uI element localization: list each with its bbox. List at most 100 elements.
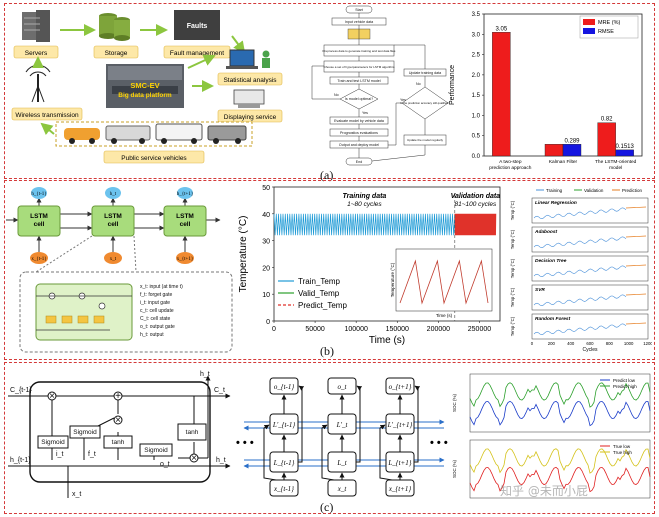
legend-swatch xyxy=(583,28,595,34)
small-x-tick-label: 1200 xyxy=(643,341,652,346)
y-tick-label: 2.5 xyxy=(472,53,481,59)
x-axis-label: Time (s) xyxy=(369,335,405,346)
legend-2: i_t: input gate xyxy=(140,300,170,306)
small-train-line xyxy=(533,207,627,220)
small-chart-frame xyxy=(531,313,649,340)
lp-label: L'_{t+1} xyxy=(387,421,413,429)
lstm-cell-label-line: LSTM xyxy=(30,213,48,220)
performance-bar-chart: 0.00.51.01.52.02.53.03.5Performance3.05A… xyxy=(449,12,643,170)
y-tick-label: 40 xyxy=(262,212,270,219)
legend-entry: Predict_Temp xyxy=(298,301,347,310)
x-cur: x_t xyxy=(110,257,117,262)
inset-x-label: Time (s) xyxy=(436,313,453,318)
fc-train: Train and test LSTM model xyxy=(337,79,380,83)
fault-management-text: Fault management xyxy=(170,50,224,57)
x-category-label: Kalman Filter xyxy=(549,159,578,165)
soc-bottom-series xyxy=(469,466,651,493)
small-chart-title: Adaboost xyxy=(534,229,558,235)
lstm-cell-label-line: LSTM xyxy=(104,213,122,220)
o-label: o_{t+1} xyxy=(389,383,412,391)
sigmoid-f: Sigmoid xyxy=(73,429,97,436)
small-predict-line xyxy=(625,293,647,296)
o-box xyxy=(385,377,415,395)
fc-evaluate: Evaluate model by vehicle data xyxy=(334,119,384,123)
watermark: 知乎 @未而小屁 xyxy=(500,484,588,498)
fc-yes-2: Yes xyxy=(400,98,406,102)
bar-value-label: 0.1513 xyxy=(615,144,634,150)
soc-bottom-series xyxy=(469,448,651,474)
lstm-cell-label-line: LSTM xyxy=(176,213,194,220)
platform-title: SMC-EV xyxy=(130,81,159,90)
small-chart-title: Random Forest xyxy=(535,316,571,322)
soc-bottom-legend-entry: True high xyxy=(613,450,632,455)
lstm-cell-detail xyxy=(35,283,133,341)
unrolled-step: o_{t-1}L'_{t-1}L_{t-1}x_{t-1} xyxy=(263,377,305,497)
fc-preprocess: Preprocess data to generate training and… xyxy=(323,49,396,53)
fc-accuracy: Is the prediction accuracy still qualifi… xyxy=(400,101,450,105)
fc-end: End xyxy=(356,160,362,164)
h-next: h_{t+1} xyxy=(177,192,194,197)
legend-entry: Train_Temp xyxy=(298,277,340,286)
y-axis-label: Performance xyxy=(449,65,456,105)
bar-value-label: 0.82 xyxy=(601,117,613,123)
sigmoid-o: Sigmoid xyxy=(144,447,168,454)
fc-update-model: Update the model regularly xyxy=(407,138,444,142)
x-tick-label: 50000 xyxy=(305,326,325,333)
small-chart-frame xyxy=(531,226,649,253)
statistical-analysis-text: Statistical analysis xyxy=(223,77,277,84)
lstm-cell-label-line: cell xyxy=(108,221,119,228)
legend-4: C_t: cell state xyxy=(140,316,171,322)
legend-swatch xyxy=(583,19,595,25)
fc-hyper: Choose a set of hyperparameters for LSTM… xyxy=(324,65,395,69)
small-x-tick-label: 800 xyxy=(606,341,614,346)
lstm-cell-current xyxy=(91,205,135,237)
small-train-line xyxy=(533,265,627,278)
lstm-cell-prev xyxy=(17,205,61,237)
lstm-cell-label-line: cell xyxy=(34,221,45,228)
y-tick-label: 2.0 xyxy=(472,73,481,79)
y-tick-label: 1.5 xyxy=(472,93,481,99)
fc-start: Start xyxy=(355,8,363,12)
svg-text:+: + xyxy=(115,391,121,402)
tanh-gate: tanh xyxy=(112,439,125,446)
y-tick-label: 10 xyxy=(262,292,270,299)
i-t: i_t xyxy=(56,451,63,458)
small-chart-title: Decision Tree xyxy=(535,258,567,264)
x-tick-label: 250000 xyxy=(468,326,491,333)
fc-prognostics: Prognostics evaluations xyxy=(340,131,378,135)
o-box xyxy=(327,377,357,395)
h-cur: h_t xyxy=(110,192,117,197)
x-tick-label: 200000 xyxy=(427,326,450,333)
unrolled-step: o_tL'_tL_tx_t xyxy=(321,377,363,497)
small-train-line xyxy=(533,294,627,307)
x-label: x_{t+1} xyxy=(388,485,412,493)
fc-optimal: Is model optimal? xyxy=(345,97,373,101)
unrolled-step: o_{t+1}L'_{t+1}L_{t+1}x_{t+1} xyxy=(379,377,421,497)
small-predict-line xyxy=(625,235,647,238)
lstm-cell-next xyxy=(163,205,207,237)
faults-panel xyxy=(174,10,220,40)
soc-top-y-label: SOC (%) xyxy=(452,393,457,412)
small-y-label: Temp (°C) xyxy=(510,316,515,336)
small-train-line xyxy=(533,323,627,336)
storage-text: Storage xyxy=(105,50,128,57)
lstm-cell-label-line: cell xyxy=(180,221,191,228)
bar-value-label: 0.289 xyxy=(564,138,580,144)
small-chart-frame xyxy=(531,255,649,282)
panel-a-flowchart: Start Input vehicle data Preprocess data… xyxy=(311,5,450,166)
wireless-text: Wireless transmission xyxy=(15,112,79,119)
bar-legend: MRE (%)RMSE xyxy=(579,15,639,39)
y-tick-label: 50 xyxy=(262,185,270,192)
platform-subtitle: Big data platform xyxy=(118,92,172,99)
laptop-icon xyxy=(226,49,270,69)
small-chart-title: Linear Regression xyxy=(535,200,577,206)
faults-text: Faults xyxy=(187,23,208,30)
small-legend-entry: Training xyxy=(546,188,563,193)
displaying-service-text: Displaying service xyxy=(224,114,277,121)
x-next: x_{t+1} xyxy=(177,257,194,262)
y-tick-label: 3.0 xyxy=(472,32,481,38)
